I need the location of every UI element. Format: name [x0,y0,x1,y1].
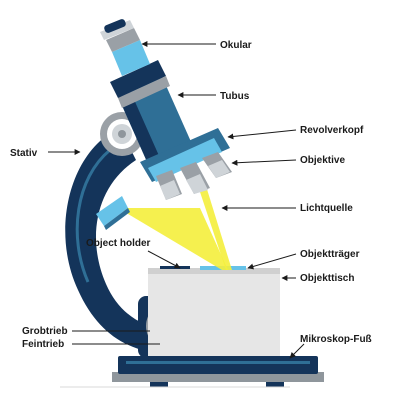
label-tubus: Tubus [220,91,250,102]
label-lichtquelle: Lichtquelle [300,203,353,214]
light-beam [118,186,232,270]
light-source [96,196,130,230]
pointer-lines [48,41,305,359]
revolver-head [140,128,230,182]
microscope-eyepiece [100,19,170,108]
label-revolverkopf: Revolverkopf [300,125,364,136]
label-grobtrieb: Grobtrieb [22,326,68,337]
label-objekttisch: Objekttisch [300,273,354,284]
pointer-revolverkopf [227,129,297,140]
objective-lenses [156,152,232,200]
label-object-holder: Object holder [86,238,151,249]
label-objekttraeger: Objektträger [300,249,360,260]
label-mikroskop-fuss: Mikroskop-Fuß [300,334,372,345]
label-stativ: Stativ [10,148,38,159]
pointer-objektive [231,159,297,166]
label-objektive: Objektive [300,155,345,166]
pointer-objekttraeger [247,253,297,270]
label-feintrieb: Feintrieb [22,339,64,350]
pointer-object-holder [147,250,181,269]
pointer-mikroskop-fuss [289,343,305,359]
label-okular: Okular [220,40,252,51]
microscope-foot [60,356,324,388]
microscope-stage [148,266,280,356]
arm-knob [100,112,144,156]
